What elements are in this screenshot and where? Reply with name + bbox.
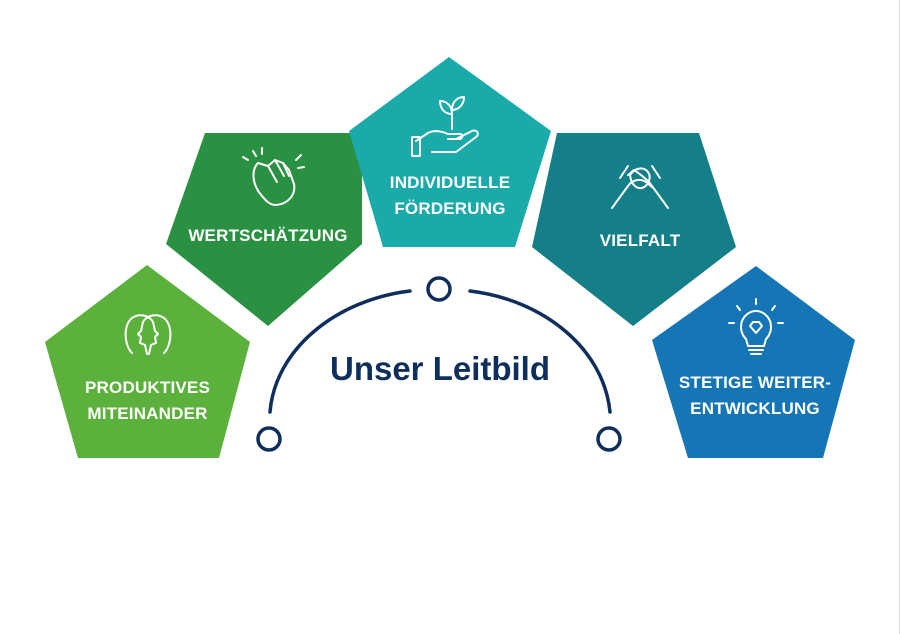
label-line-2: ENTWICKLUNG — [690, 399, 820, 418]
label-line-1: INDIVIDUELLE — [389, 173, 511, 192]
label-stetige-weiterentwicklung: STETIGE WEITER- ENTWICKLUNG — [660, 370, 850, 422]
clapping-hands-icon — [242, 147, 305, 206]
arch-node-right — [596, 426, 622, 452]
label-line-1: STETIGE WEITER- — [678, 373, 832, 392]
label-individuelle-foerderung: INDIVIDUELLE FÖRDERUNG — [360, 170, 540, 222]
label-line-1: PRODUKTIVES — [85, 378, 210, 397]
label-line-1: VIELFALT — [599, 231, 681, 250]
arch-left — [268, 289, 412, 414]
label-line-1: WERTSCHÄTZUNG — [188, 226, 348, 245]
arch-node-top — [426, 276, 452, 302]
handshake-icon — [611, 165, 669, 209]
plant-in-hand-icon — [411, 96, 479, 157]
lightbulb-icon — [728, 298, 784, 355]
pentagon-produktives-miteinander — [45, 265, 250, 458]
two-heads-icon — [124, 314, 172, 355]
label-vielfalt: VIELFALT — [560, 228, 720, 254]
diagram-title: Unser Leitbild — [329, 350, 551, 387]
label-line-2: FÖRDERUNG — [394, 199, 506, 218]
pentagon-vielfalt — [532, 133, 736, 326]
arch-node-left — [256, 426, 282, 452]
pentagon-wertschaetzung — [166, 133, 362, 326]
label-wertschaetzung: WERTSCHÄTZUNG — [168, 223, 368, 249]
label-line-2: MITEINANDER — [87, 404, 208, 423]
arch-right — [468, 289, 612, 414]
label-produktives-miteinander: PRODUKTIVES MITEINANDER — [55, 375, 240, 427]
pentagon-stetige-weiterentwicklung — [652, 266, 855, 458]
